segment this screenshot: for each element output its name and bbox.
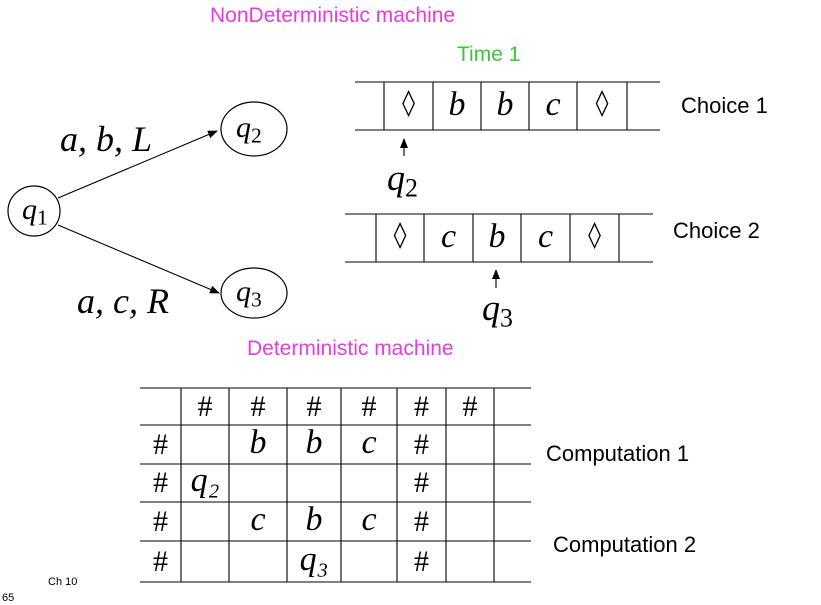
choice2-cell: c [537,218,554,255]
grid-cell: b [305,424,323,461]
state-q2-label: q2 [236,111,262,148]
grid-cell: q₂ [190,462,220,499]
choice1-cell: ◊ [402,88,415,118]
grid-cell: # [414,390,429,423]
grid-cell: # [414,428,429,461]
grid-cell: # [414,505,429,538]
choice1-label: Choice 1 [681,93,768,118]
choice1-cell: b [496,86,514,123]
choice1-tape-lines [355,81,660,131]
state-q3-label: q3 [236,275,262,312]
grid-cell: # [414,545,429,578]
deterministic-title: Deterministic machine [247,337,454,360]
computation2-label: Computation 2 [553,532,697,557]
grid-cell: b [305,501,323,538]
grid-cell: b [249,424,267,461]
grid-cell: # [153,428,168,461]
grid-cell: c [361,501,377,538]
computation1-label: Computation 1 [546,441,690,466]
state-q1-circle [7,185,61,237]
choice1-cell: c [545,86,561,123]
grid-cell: # [197,390,213,423]
choice2-head-state: q3 [482,288,513,333]
grid-cell: q₃ [299,541,329,578]
grid-cell: c [250,501,266,538]
grid-cell: # [361,390,377,423]
chapter-label: Ch 10 [48,576,78,588]
grid-cell: # [153,466,168,499]
choice2-cell: ◊ [588,220,601,250]
grid-cell: # [250,390,266,423]
grid-cell: # [153,545,168,578]
grid-cell: # [414,466,429,499]
grid-cell: # [153,505,168,538]
state-q3-circle [220,267,288,319]
transition-label-lower: a, c, R [77,281,169,321]
choice2-cell: ◊ [393,220,407,250]
state-q1-label: q1 [22,193,48,230]
deterministic-grid-lines [140,387,531,583]
nondeterministic-title: NonDeterministic machine [210,4,456,27]
choice1-head-state: q2 [387,158,418,203]
page-number: 65 [2,592,15,604]
choice2-cell: b [488,218,506,255]
choice2-label: Choice 2 [673,218,760,243]
transition-label-upper: a, b, L [60,119,153,159]
grid-cell: # [306,390,322,423]
transition-arrow-upper [57,130,218,199]
choice2-cell: c [440,218,457,255]
choice2-tape-lines [345,213,653,263]
time-label: Time 1 [457,43,521,66]
choice1-cell: b [448,86,466,123]
transition-arrow-lower [57,224,220,294]
choice1-cell: ◊ [595,88,609,118]
grid-cell: # [462,390,478,423]
state-q2-circle [220,101,288,157]
grid-cell: c [361,424,377,461]
